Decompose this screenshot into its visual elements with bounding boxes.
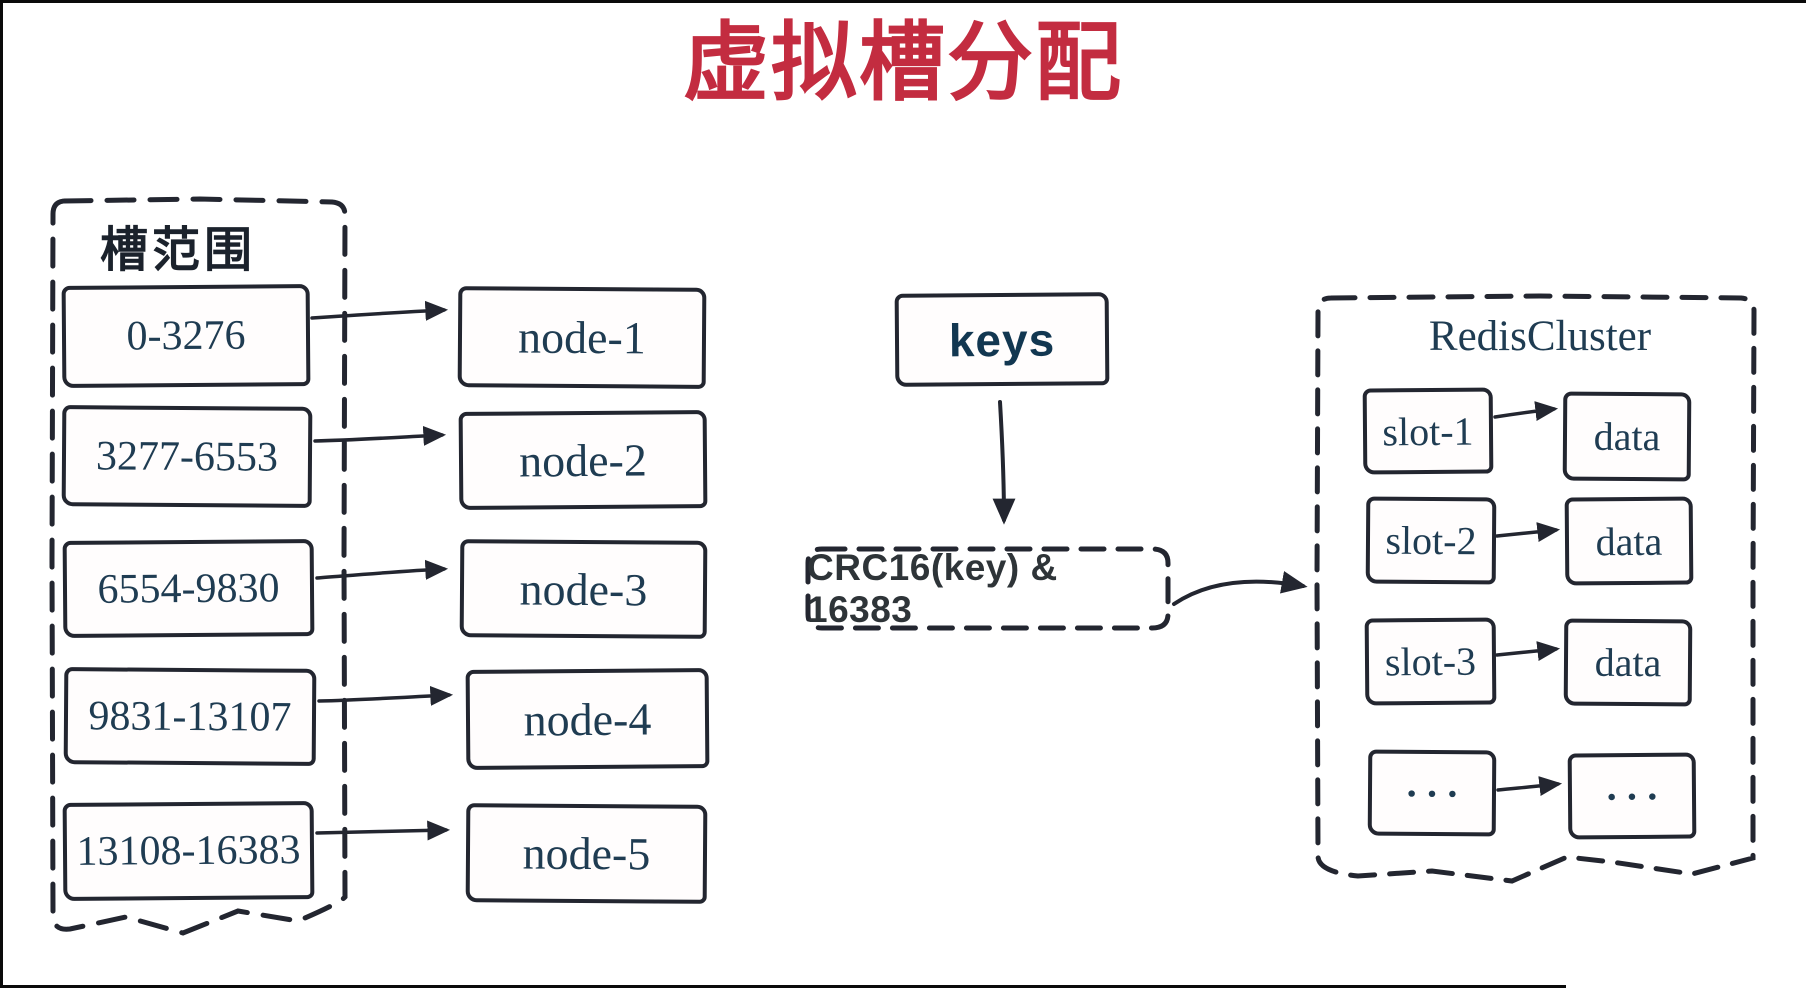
screen-frame-top bbox=[0, 0, 1806, 3]
node-box: node-2 bbox=[458, 410, 708, 510]
arrow-range3-to-node3-icon bbox=[315, 559, 449, 580]
arrow-range2-to-node2-icon bbox=[313, 425, 447, 446]
cluster-data-box: ··· bbox=[1567, 752, 1697, 840]
slot-range-panel-label: 槽范围 bbox=[100, 224, 257, 277]
cluster-data-box: data bbox=[1564, 496, 1694, 586]
keys-box: keys bbox=[894, 292, 1110, 387]
arrow-crc16-to-cluster-icon bbox=[1172, 571, 1308, 606]
arrow-range1-to-node1-icon bbox=[310, 300, 449, 321]
arrow-keys-to-crc16-icon bbox=[992, 400, 1016, 525]
cluster-data-label: data bbox=[1594, 639, 1662, 686]
cluster-slot-label: slot-2 bbox=[1385, 517, 1477, 564]
slot-range-box: 6554-9830 bbox=[62, 539, 315, 638]
crc16-formula: CRC16(key) & 16383 bbox=[807, 547, 1058, 630]
cluster-data-ellipsis: ··· bbox=[1604, 773, 1667, 819]
node-box: node-4 bbox=[465, 668, 710, 770]
arrow-slot2-to-data-icon bbox=[1495, 522, 1561, 543]
arrow-slot1-to-data-icon bbox=[1493, 401, 1559, 422]
slot-range-box: 9831-13107 bbox=[63, 667, 317, 766]
cluster-slot-ellipsis: ··· bbox=[1404, 770, 1467, 816]
keys-label: keys bbox=[948, 313, 1056, 366]
node-box: node-1 bbox=[457, 286, 707, 389]
cluster-slot-box: slot-1 bbox=[1362, 387, 1494, 475]
cluster-data-label: data bbox=[1593, 413, 1661, 460]
cluster-slot-box: ··· bbox=[1367, 749, 1497, 837]
cluster-slot-box: slot-2 bbox=[1365, 496, 1497, 585]
slot-range-value: 13108-16383 bbox=[76, 827, 301, 875]
cluster-slot-box: slot-3 bbox=[1364, 617, 1497, 706]
slot-range-value: 3277-6553 bbox=[95, 432, 279, 481]
node-label: node-4 bbox=[523, 692, 652, 746]
arrow-range5-to-node5-icon bbox=[315, 820, 451, 841]
slot-range-box: 13108-16383 bbox=[62, 801, 315, 901]
slot-range-value: 0-3276 bbox=[126, 312, 246, 360]
cluster-data-label: data bbox=[1595, 518, 1663, 564]
cluster-data-box: data bbox=[1562, 391, 1692, 482]
node-label: node-2 bbox=[518, 433, 648, 487]
slot-range-value: 6554-9830 bbox=[97, 564, 280, 613]
node-label: node-3 bbox=[519, 563, 648, 615]
screen-frame-bottom bbox=[0, 985, 1566, 988]
node-box: node-5 bbox=[465, 803, 708, 904]
redis-cluster-label: RedisCluster bbox=[1428, 313, 1652, 360]
cluster-slot-label: slot-1 bbox=[1382, 408, 1474, 454]
page-title: 虚拟槽分配 bbox=[683, 15, 1123, 111]
cluster-data-box: data bbox=[1563, 618, 1693, 707]
node-box: node-3 bbox=[459, 539, 708, 639]
slot-range-value: 9831-13107 bbox=[88, 692, 292, 741]
cluster-slot-label: slot-3 bbox=[1384, 638, 1477, 685]
slot-range-box: 3277-6553 bbox=[61, 405, 313, 508]
arrow-slot3-to-data-icon bbox=[1495, 641, 1561, 662]
node-label: node-1 bbox=[517, 311, 647, 364]
node-label: node-5 bbox=[522, 827, 651, 880]
slot-range-box: 0-3276 bbox=[61, 284, 311, 388]
screen-frame-left bbox=[0, 0, 3, 988]
arrow-dots-to-dots-icon bbox=[1496, 776, 1563, 797]
arrow-range4-to-node4-icon bbox=[317, 685, 454, 706]
